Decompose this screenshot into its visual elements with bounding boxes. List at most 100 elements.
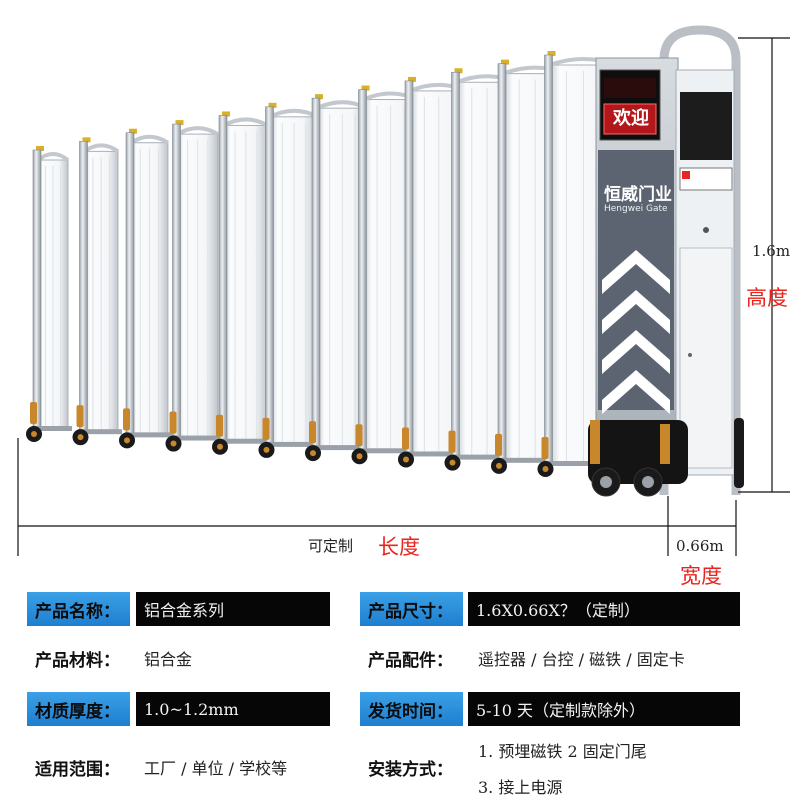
- base-hub-right: [642, 476, 654, 488]
- panel-post: [218, 115, 228, 448]
- height-label: 高度: [746, 286, 788, 310]
- retractable-gate-illustration: [17, 25, 790, 556]
- spec-parts-value: 遥控器 / 台控 / 磁铁 / 固定卡: [478, 650, 685, 669]
- panel-marker: [547, 51, 556, 56]
- wheel-bracket: [216, 414, 223, 437]
- base-bracket-left: [590, 420, 600, 464]
- wheel-bracket: [448, 430, 456, 453]
- panel-rail: [311, 445, 372, 451]
- panel-cap: [269, 108, 319, 119]
- width-label: 宽度: [680, 564, 722, 588]
- panel-marker: [82, 137, 91, 143]
- panel-marker: [36, 146, 44, 151]
- wheel-hub: [31, 431, 37, 437]
- wheel-bracket: [541, 437, 549, 459]
- chevron-arrow: [602, 330, 670, 374]
- spec-row-scope-install: 适用范围： 工厂 / 单位 / 学校等 安装方式：: [0, 750, 800, 786]
- wheel-hub: [77, 434, 84, 441]
- panel-cap: [83, 143, 120, 154]
- wheel-hub: [124, 437, 130, 444]
- wheel-bracket: [495, 433, 502, 456]
- brand-name: 恒威门业: [604, 185, 672, 205]
- panel-rail: [404, 451, 472, 457]
- panel-marker: [268, 102, 277, 108]
- spec-install-line-2: 3. 接上电源: [478, 778, 563, 797]
- panel-marker: [454, 68, 463, 74]
- chevron-arrow: [602, 370, 670, 414]
- spec-size-label: 产品尺寸：: [360, 592, 463, 626]
- spec-scope-label: 适用范围：: [35, 759, 120, 780]
- wheel-hub: [170, 440, 177, 447]
- width-value: 0.66m: [676, 537, 724, 555]
- cabinet-arch: [659, 25, 741, 495]
- panel-rail: [171, 435, 222, 441]
- spec-material-value: 铝合金: [144, 650, 193, 669]
- warning-sticker: [679, 167, 733, 191]
- gate-panel: [258, 102, 322, 458]
- panel-post: [125, 132, 135, 441]
- panel-cap: [176, 126, 219, 136]
- chevron-arrow: [602, 250, 670, 294]
- cabinet-window: [680, 92, 732, 160]
- panel-post: [497, 63, 507, 467]
- panel-cap: [129, 134, 169, 145]
- panel-rail: [218, 438, 272, 444]
- panel-marker: [361, 85, 370, 91]
- panel-post: [79, 141, 88, 438]
- panel-post: [265, 106, 274, 451]
- wheel-hub: [263, 446, 270, 453]
- panel-rail: [543, 461, 622, 466]
- panel-rail: [125, 432, 172, 438]
- wheel-hub: [542, 466, 549, 472]
- panel-rail: [264, 441, 322, 447]
- chevron-arrow: [602, 290, 670, 334]
- gate-panel: [165, 120, 222, 452]
- spec-install-line-1: 1. 预埋磁铁 2 固定门尾: [478, 742, 647, 761]
- wheel-hub: [310, 450, 316, 457]
- led-dots: [604, 78, 656, 98]
- panel-rail: [78, 429, 122, 435]
- spec-row-thickness-delivery: 材质厚度： 1.0~1.2mm 发货时间： 5-10 天（定制款除外）: [0, 692, 800, 728]
- wheel-bracket: [402, 427, 409, 450]
- panel-post: [358, 89, 367, 457]
- wheel-bracket: [169, 411, 177, 434]
- panel-post: [32, 149, 42, 435]
- panel-post: [404, 80, 414, 460]
- gate-panel: [119, 128, 172, 449]
- length-label: 长度: [378, 535, 420, 559]
- wheel-hub: [496, 462, 502, 469]
- spec-thickness-value: 1.0~1.2mm: [136, 692, 330, 726]
- wheel-bracket: [355, 424, 363, 447]
- panel-cap: [223, 117, 269, 128]
- spec-thickness-label: 材质厚度：: [27, 692, 130, 726]
- wheel-bracket: [76, 405, 84, 428]
- gate-panel: [212, 111, 272, 455]
- spec-size-value: 1.6X0.66X？（定制）: [468, 592, 740, 626]
- brand-name-en: Hengwei Gate: [604, 204, 668, 214]
- length-note: 可定制: [308, 537, 354, 555]
- base-bracket-right: [660, 424, 670, 464]
- spec-delivery-value: 5-10 天（定制款除外）: [468, 692, 740, 726]
- panel-marker: [501, 59, 509, 65]
- cabinet-door: [679, 247, 733, 469]
- spec-name-label: 产品名称：: [27, 592, 130, 626]
- panel-post: [311, 97, 321, 454]
- panel-rail: [450, 454, 522, 460]
- warning-icon: [682, 171, 690, 179]
- spec-name-value: 铝合金系列: [136, 592, 330, 626]
- spec-parts-label: 产品配件：: [368, 650, 453, 671]
- door-lock: [688, 353, 692, 357]
- wheel-hub: [403, 456, 409, 463]
- key-lock: [703, 227, 709, 233]
- panel-rail: [497, 457, 572, 463]
- panel-marker: [315, 94, 323, 100]
- panel-marker: [175, 120, 184, 126]
- wheel-hub: [217, 443, 223, 450]
- wheel-bracket: [309, 421, 316, 444]
- spec-row-material-parts: 产品材料： 铝合金 产品配件： 遥控器 / 台控 / 磁铁 / 固定卡: [0, 641, 800, 677]
- spec-scope-value: 工厂 / 单位 / 学校等: [144, 759, 288, 778]
- panel-marker: [129, 128, 137, 134]
- wheel-hub: [356, 453, 363, 460]
- led-screen-text: 欢迎: [613, 108, 649, 129]
